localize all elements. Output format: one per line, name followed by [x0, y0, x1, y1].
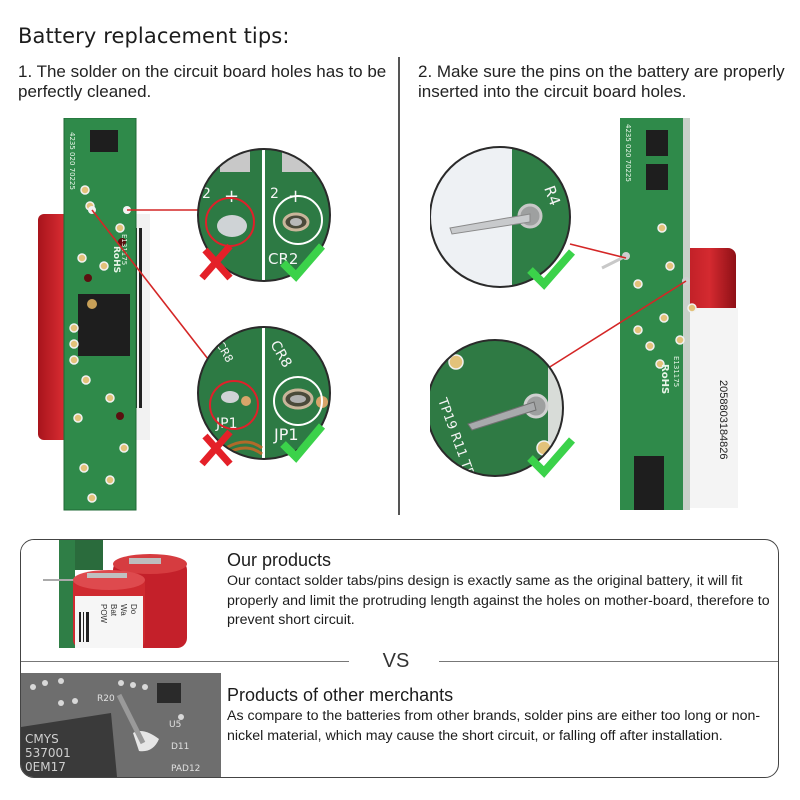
wrong-x-icon: [199, 243, 233, 281]
correct-highlight: [273, 195, 323, 245]
callout-line: [91, 209, 216, 369]
svg-text:U5: U5: [169, 720, 181, 730]
other-merchants-description: As compare to the batteries from other b…: [227, 708, 761, 744]
other-product-photo: CMYS 537001 0EM17 R20 U5 D11 PAD12: [21, 673, 221, 777]
svg-text:Bat: Bat: [109, 604, 118, 617]
svg-text:CR2: CR2: [268, 250, 298, 268]
svg-text:4235 020 70225: 4235 020 70225: [624, 124, 632, 182]
svg-text:R4: R4: [540, 183, 564, 208]
checkmark-icon: [280, 423, 326, 463]
callout-jp1-pad: JP1 JP1 CR8 CR8: [198, 327, 330, 459]
svg-text:RoHS: RoHS: [659, 364, 670, 394]
svg-text:D11: D11: [171, 742, 189, 752]
vs-label: VS: [382, 650, 410, 672]
vs-separator: VS: [21, 649, 778, 673]
svg-text:Wa: Wa: [119, 604, 128, 616]
svg-text:537001: 537001: [25, 746, 71, 760]
other-merchants-heading: Products of other merchants: [227, 685, 454, 705]
callout-pin-top: R4: [430, 147, 570, 287]
svg-text:2: 2: [202, 186, 211, 202]
svg-text:CMYS: CMYS: [25, 732, 59, 746]
comparison-panel: POW Bat Wa Do Our products Our contact s…: [20, 539, 779, 778]
svg-text:PAD12: PAD12: [171, 764, 200, 774]
callout-line: [544, 280, 687, 371]
svg-text:Do: Do: [129, 604, 138, 615]
svg-text:POW: POW: [99, 604, 108, 624]
solder-cleaning-illustration: 2058803184826396 4235 020 70225 RoHS E: [30, 118, 370, 518]
circuit-board: 4235 020 70225 RoHS E131175: [601, 118, 697, 510]
wrong-highlight: [209, 380, 259, 430]
svg-text:RoHS: RoHS: [111, 246, 121, 273]
svg-text:4235 020 70225: 4235 020 70225: [68, 132, 76, 190]
svg-text:+: +: [224, 186, 239, 207]
svg-text:E131175: E131175: [672, 356, 680, 387]
divider-line: [21, 661, 349, 662]
svg-text:2: 2: [270, 186, 279, 202]
divider-line: [439, 661, 778, 662]
checkmark-icon: [280, 243, 326, 282]
vertical-divider: [398, 57, 400, 515]
checkmark-icon: [527, 437, 576, 478]
page-title: Battery replacement tips:: [18, 24, 290, 48]
our-product-photo: POW Bat Wa Do: [21, 540, 221, 648]
svg-text:JP1: JP1: [273, 425, 299, 444]
other-merchants-section: Products of other merchants As compare t…: [227, 684, 772, 746]
wrong-x-icon: [199, 429, 233, 467]
tip-2: 2. Make sure the pins on the battery are…: [418, 62, 785, 101]
svg-text:R20: R20: [97, 694, 115, 704]
callout-line: [569, 243, 627, 259]
tip-1: 1. The solder on the circuit board holes…: [18, 62, 387, 101]
pin-insertion-illustration: 2058803184826 4235 020 70225 RoHS E13117…: [430, 118, 770, 518]
our-products-heading: Our products: [227, 550, 332, 570]
correct-highlight: [273, 376, 323, 426]
our-products-section: Our products Our contact solder tabs/pin…: [227, 549, 772, 631]
svg-text:2058803184826: 2058803184826: [717, 380, 729, 460]
circuit-board: 4235 020 70225 RoHS E131175: [63, 118, 137, 511]
our-products-description: Our contact solder tabs/pins design is e…: [227, 573, 770, 628]
svg-text:0EM17: 0EM17: [25, 760, 66, 774]
checkmark-icon: [527, 249, 576, 290]
svg-text:E131175: E131175: [120, 234, 128, 265]
